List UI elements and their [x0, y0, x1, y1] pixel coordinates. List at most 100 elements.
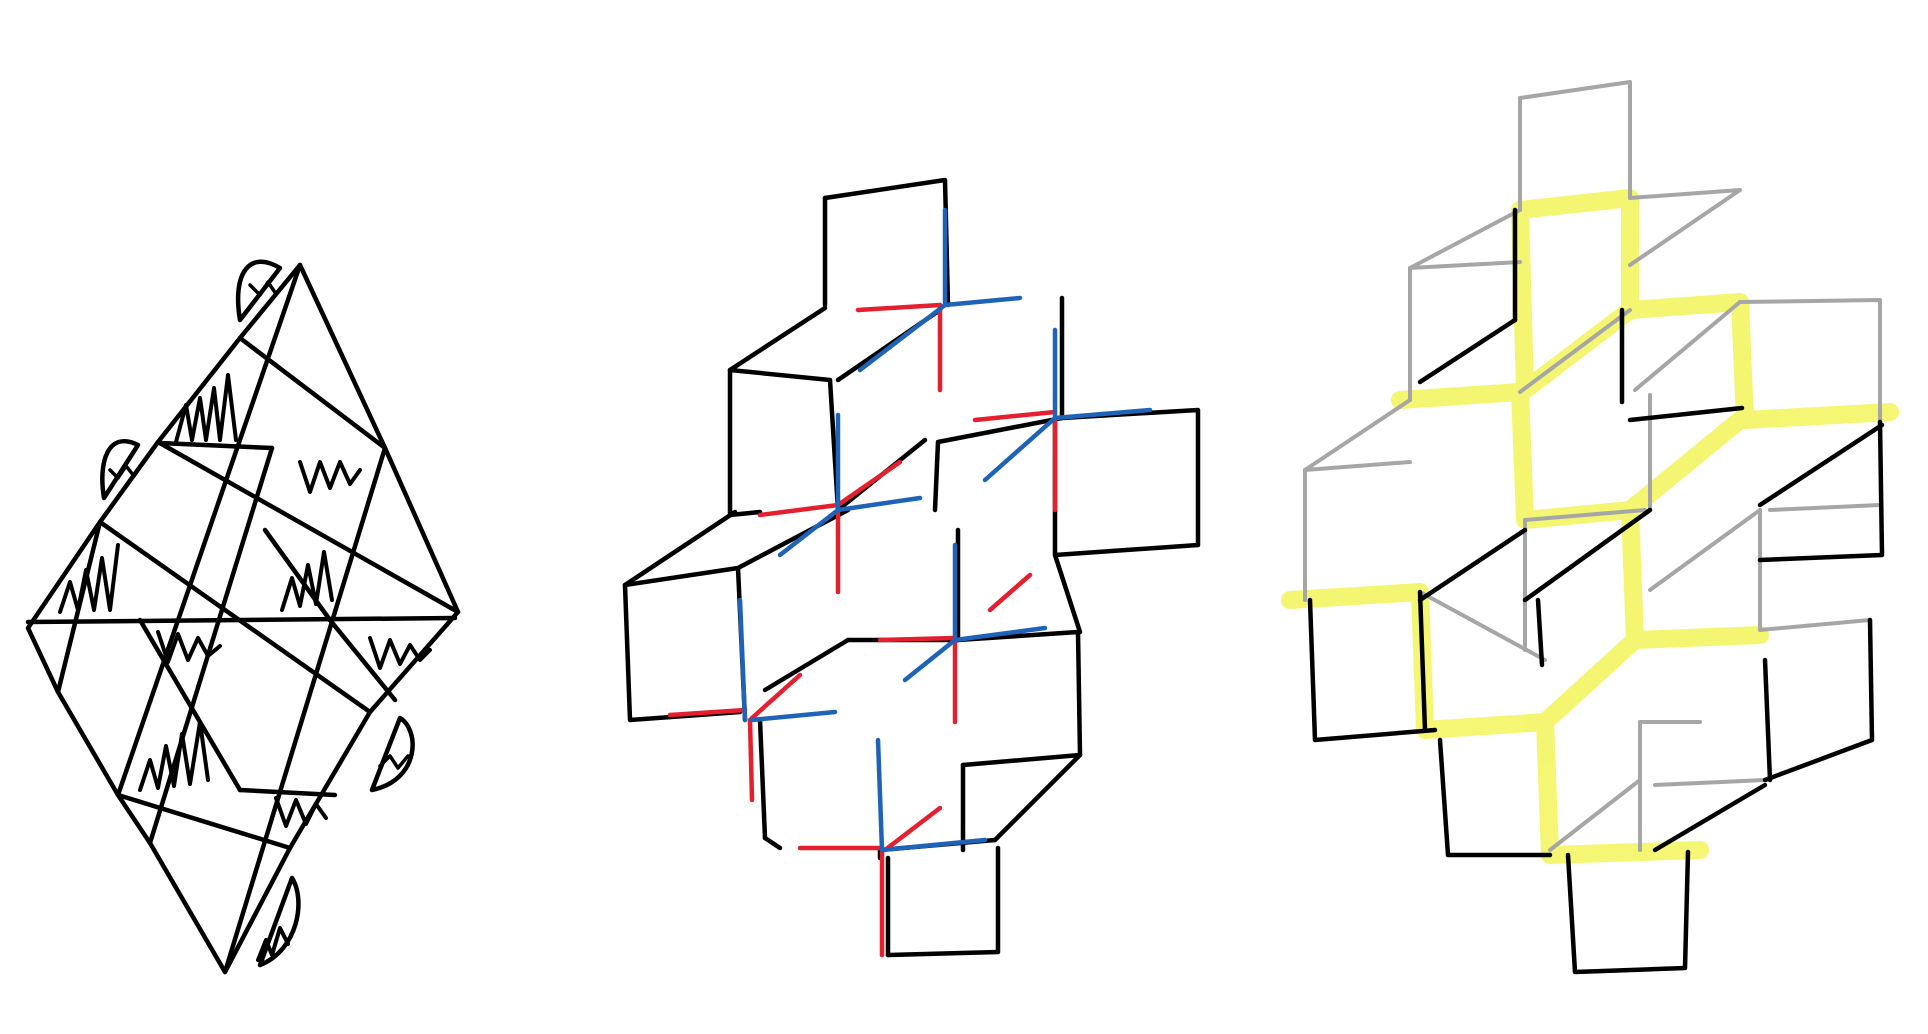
- cube-edge: [1307, 597, 1438, 743]
- gray-edge: [1518, 80, 1632, 200]
- cube-edge: [1417, 589, 1428, 733]
- lattice-line: [25, 615, 458, 625]
- lattice-line: [115, 792, 293, 851]
- red-edge: [882, 805, 943, 853]
- scribble-mark: [298, 460, 362, 494]
- half-disc-mark: [257, 875, 301, 968]
- red-edge: [835, 459, 903, 508]
- gray-edge: [1408, 208, 1522, 270]
- gray-edge: [1303, 460, 1412, 472]
- lattice-line: [115, 262, 303, 798]
- triangle-lattice-panel: [25, 259, 461, 975]
- red-edge: [877, 635, 958, 643]
- highlight-stroke: [1511, 201, 1639, 399]
- blue-edge: [835, 495, 923, 513]
- cube-edge: [1757, 422, 1885, 508]
- scribble-mark: [156, 630, 222, 664]
- highlighted-cube-stack-panel: [1281, 80, 1899, 975]
- scribble-mark: [280, 550, 334, 612]
- red-edge: [757, 502, 841, 518]
- cube-edge: [885, 845, 1001, 958]
- gray-edge: [1648, 508, 1762, 592]
- cube-red-edges: [667, 302, 1058, 958]
- scribble-mark: [108, 464, 136, 480]
- cube-edge: [1565, 849, 1691, 975]
- gray-edge: [1523, 508, 1647, 522]
- red-edge: [972, 409, 1058, 423]
- scribble-mark: [58, 543, 120, 614]
- blue-edge: [737, 597, 748, 723]
- scribble-mark: [274, 796, 328, 828]
- cube-edge: [1522, 507, 1653, 603]
- blue-edge: [1052, 407, 1153, 421]
- blue-edge: [982, 415, 1058, 483]
- cube-edge: [1437, 737, 1553, 858]
- blue-edge: [857, 302, 948, 373]
- cube-edge: [1052, 407, 1201, 558]
- gray-edge: [1768, 503, 1882, 512]
- cube-black-edges-3: [1307, 207, 1885, 975]
- blue-edge: [777, 507, 841, 558]
- cube-edge: [757, 717, 768, 841]
- cube-edge: [762, 835, 783, 851]
- blue-edge: [942, 295, 1023, 308]
- gray-edge: [1408, 260, 1522, 270]
- lattice-line: [137, 617, 243, 793]
- cube-black-edges: [622, 177, 1201, 958]
- cube-edge: [762, 637, 851, 693]
- gray-edge: [1738, 298, 1882, 424]
- lattice-line: [262, 527, 333, 623]
- highlight-stroke: [1281, 583, 1644, 739]
- lattice-line: [157, 440, 275, 451]
- highlight-path: [1281, 189, 1899, 864]
- gray-edge: [1418, 590, 1547, 662]
- cube-edge: [1652, 782, 1768, 853]
- gray-edge: [1548, 778, 1642, 852]
- cube-edge: [622, 565, 748, 723]
- gray-edge: [1633, 300, 1742, 392]
- half-disc-mark: [100, 438, 141, 501]
- lattice-line: [327, 617, 398, 703]
- cube-edge: [955, 629, 1083, 758]
- blue-edge: [902, 637, 958, 683]
- half-disc-mark: [369, 715, 415, 793]
- cube-blue-edges: [737, 207, 1153, 853]
- scribble-mark: [256, 926, 290, 962]
- cube-edge: [1052, 552, 1083, 635]
- lattice-line: [222, 445, 388, 975]
- gray-edge: [1653, 778, 1767, 787]
- highlight-stroke: [1511, 189, 1899, 429]
- blue-edge: [879, 837, 988, 853]
- red-edge: [987, 572, 1033, 613]
- colored-cube-stack-panel: [622, 177, 1201, 958]
- gray-edge: [1628, 188, 1742, 267]
- cube-edge: [1535, 597, 1545, 668]
- cube-edge: [1627, 405, 1745, 423]
- cube-edge: [960, 752, 1083, 843]
- blue-edge: [749, 709, 838, 723]
- lattice-line: [97, 519, 373, 715]
- scribble-mark: [138, 720, 210, 792]
- cube-edge: [1762, 617, 1875, 783]
- lattice-line: [237, 787, 338, 798]
- red-edge: [855, 302, 943, 313]
- cube-edge: [727, 367, 841, 513]
- blue-edge: [952, 625, 1048, 643]
- cube-gray-edges: [1303, 80, 1882, 852]
- gray-edge: [1303, 398, 1412, 472]
- scribble-mark: [378, 754, 410, 770]
- cube-edge: [932, 415, 1065, 513]
- cube-edge: [727, 305, 828, 518]
- lattice-line: [237, 335, 388, 451]
- scribble-mark: [368, 636, 432, 670]
- highlight-stroke: [1391, 383, 1749, 529]
- cube-edge: [735, 507, 851, 571]
- cube-edge: [1417, 317, 1518, 385]
- gray-edge: [1518, 308, 1632, 394]
- scribble-mark: [248, 280, 278, 297]
- half-disc-mark: [235, 259, 283, 323]
- cube-edge: [1417, 527, 1528, 603]
- highlight-stroke: [1621, 501, 1769, 649]
